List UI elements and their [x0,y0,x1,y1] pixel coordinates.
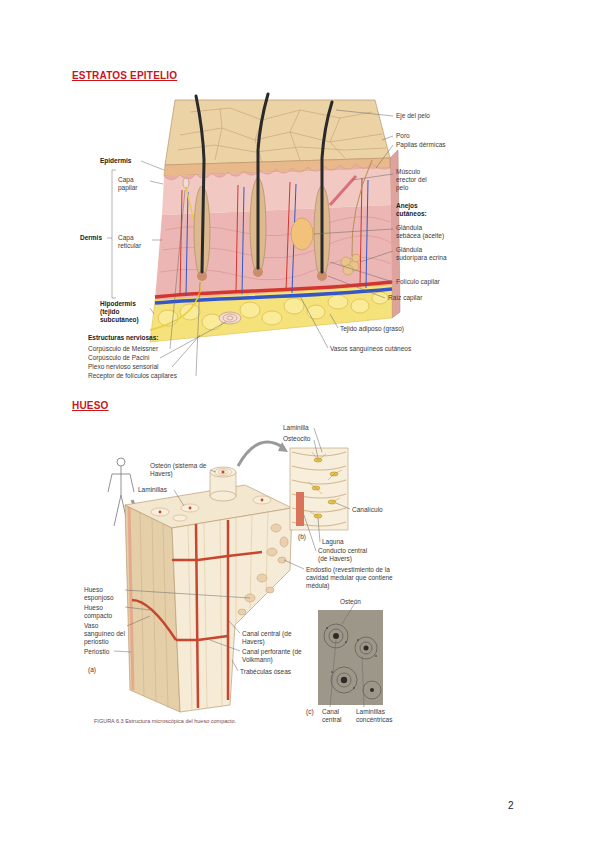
part-label: Trabéculas óseas [240,668,302,676]
part-label: (b) [298,533,306,541]
part-label: Canal central (de Havers) [242,630,304,646]
page-number: 2 [508,800,514,812]
part-label: Periostio [84,648,109,656]
part-label: Canal central [322,708,350,724]
part-label: Vaso sanguíneo del periostio [84,622,126,646]
part-label: (c) [306,708,314,716]
part-label: Conducto central (de Havers) [318,547,378,563]
part-label: Canalículo [352,506,383,514]
part-label: (a) [88,666,96,674]
part-label: Glándula sebácea (aceite) [396,224,446,240]
group-label: Estructuras nerviosas: [88,334,158,342]
part-label: Hueso esponjoso [84,586,124,602]
group-label: Hipodermis (tejido subcutáneo) [100,300,148,324]
group-label: Dermis [80,234,102,242]
part-label: Osteocito [283,435,310,443]
part-label: Poro [396,132,410,140]
part-label: Tejido adiposo (graso) [340,325,404,333]
part-label: Laguna [322,538,344,546]
figure-caption: FIGURA 6.3 Estructura microscópica del h… [94,718,304,725]
skin-illustration [150,94,400,342]
part-label: Papilas dérmicas [396,141,446,149]
part-label: Capa reticular [118,234,150,250]
part-label: Receptor de folículos capilares [88,372,177,380]
section-heading: HUESO [72,400,109,412]
section-heading: ESTRATOS EPITELIO [72,70,177,82]
part-label: Laminillas [138,486,167,494]
part-label: Corpúsculo de Meissner [88,345,158,353]
part-label: Músculo erector del pelo [396,168,438,192]
part-label: Raíz capilar [388,294,422,302]
group-label: Anejos cutáneos: [396,202,444,218]
part-label: Canal perforante (de Volkmann) [242,648,304,664]
part-label: Folículo capilar [396,278,440,286]
part-label: Hueso compacto [84,604,124,620]
group-label: Epidermis [100,157,131,165]
part-label: Vasos sanguíneos cutáneos [330,345,411,353]
part-label: Plexo nervioso sensorial [88,363,158,371]
part-label: Osteón [340,598,361,606]
part-label: Laminilla [283,424,309,432]
part-label: Glándula sudorípara ecrina [396,246,448,262]
part-label: Laminillas concéntricas [356,708,390,724]
part-label: Endostio (revestimiento de la cavidad me… [306,566,396,590]
part-label: Capa papilar [118,176,148,192]
part-label: Osteón (sistema de Havers) [150,462,208,478]
part-label: Corpúsculo de Pacini [88,354,149,362]
part-label: Eje del pelo [396,112,430,120]
